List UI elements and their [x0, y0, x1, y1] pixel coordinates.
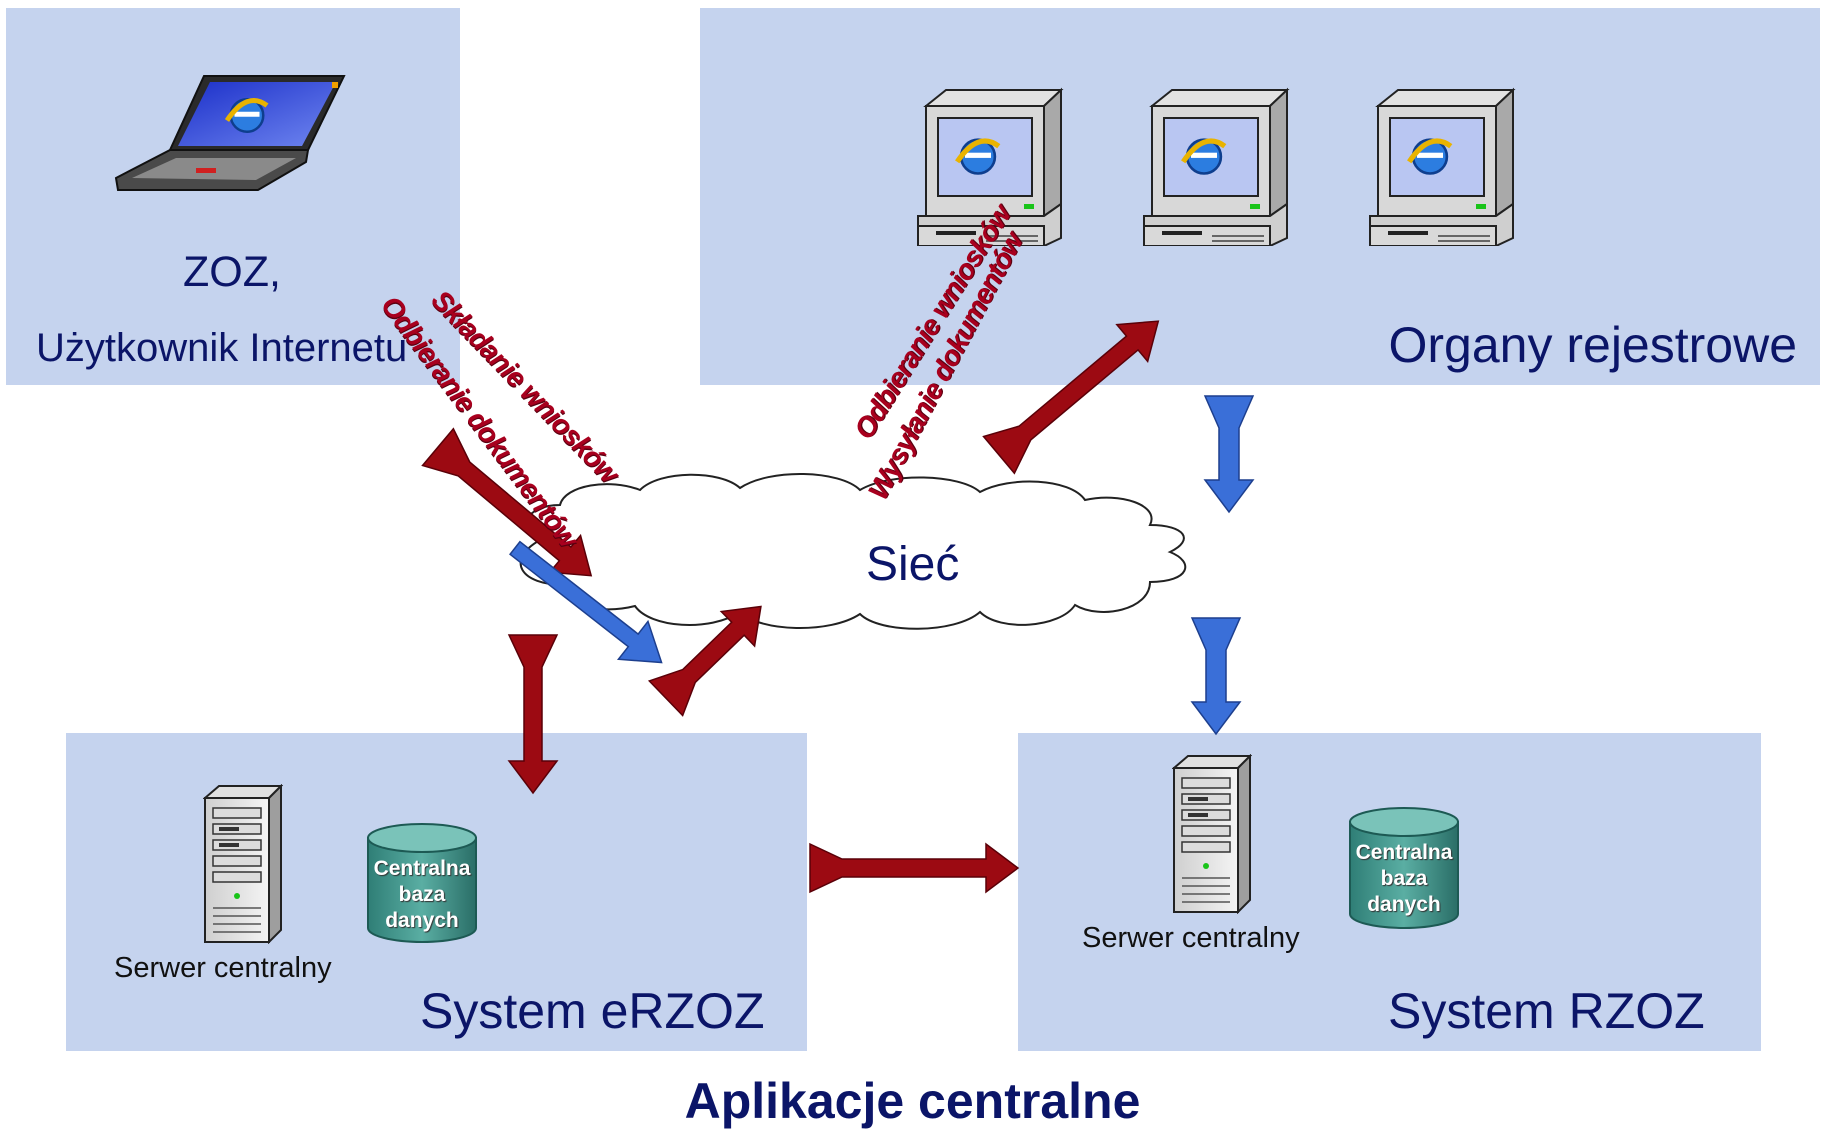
server-tower-icon	[204, 785, 282, 943]
red-arrow-erzoz-rzoz	[809, 842, 1020, 894]
database-cylinder-icon	[367, 823, 477, 943]
zoz-panel	[6, 8, 460, 385]
desktop-computer-icon	[1369, 89, 1514, 246]
blue-arrow-network-rzoz	[1190, 617, 1242, 736]
footer-title: Aplikacje centralne	[684, 1073, 1141, 1129]
zoz-label-line1: ZOZ,	[183, 248, 281, 296]
red-arrow-network-erzoz-diagonal	[647, 605, 762, 717]
rzoz-title: System RZOZ	[1388, 983, 1705, 1039]
red-arrow-network-erzoz-vertical	[507, 634, 559, 795]
network-label: Sieć	[866, 538, 960, 591]
red-arrow-zoz-network	[421, 427, 593, 577]
db-label-line: Centralna	[373, 857, 471, 880]
server-tower-icon	[1173, 755, 1251, 913]
database-cylinder-icon	[1349, 807, 1459, 929]
erzoz-title: System eRZOZ	[420, 983, 765, 1039]
rzoz-server-label: Serwer centralny	[1082, 922, 1300, 954]
blue-arrow-network-zoz	[509, 540, 663, 664]
db-label-line: danych	[1367, 893, 1441, 916]
zoz-label-line2: Użytkownik Internetu	[36, 326, 408, 370]
db-label-line: baza	[1380, 867, 1428, 890]
rzoz-db-label: Centralna baza danych	[1340, 840, 1468, 918]
laptop-icon	[114, 75, 346, 191]
cloud-icon	[519, 473, 1187, 630]
red-arrow-organy-network	[982, 320, 1160, 475]
erzoz-db-label: Centralna baza danych	[358, 856, 486, 934]
desktop-computer-icon	[1143, 89, 1288, 246]
db-label-line: Centralna	[1355, 841, 1453, 864]
db-label-line: baza	[398, 883, 446, 906]
db-label-line: danych	[385, 909, 459, 932]
erzoz-server-label: Serwer centralny	[114, 952, 332, 984]
blue-arrow-organy-network	[1203, 395, 1255, 514]
organy-title: Organy rejestrowe	[1388, 317, 1798, 373]
